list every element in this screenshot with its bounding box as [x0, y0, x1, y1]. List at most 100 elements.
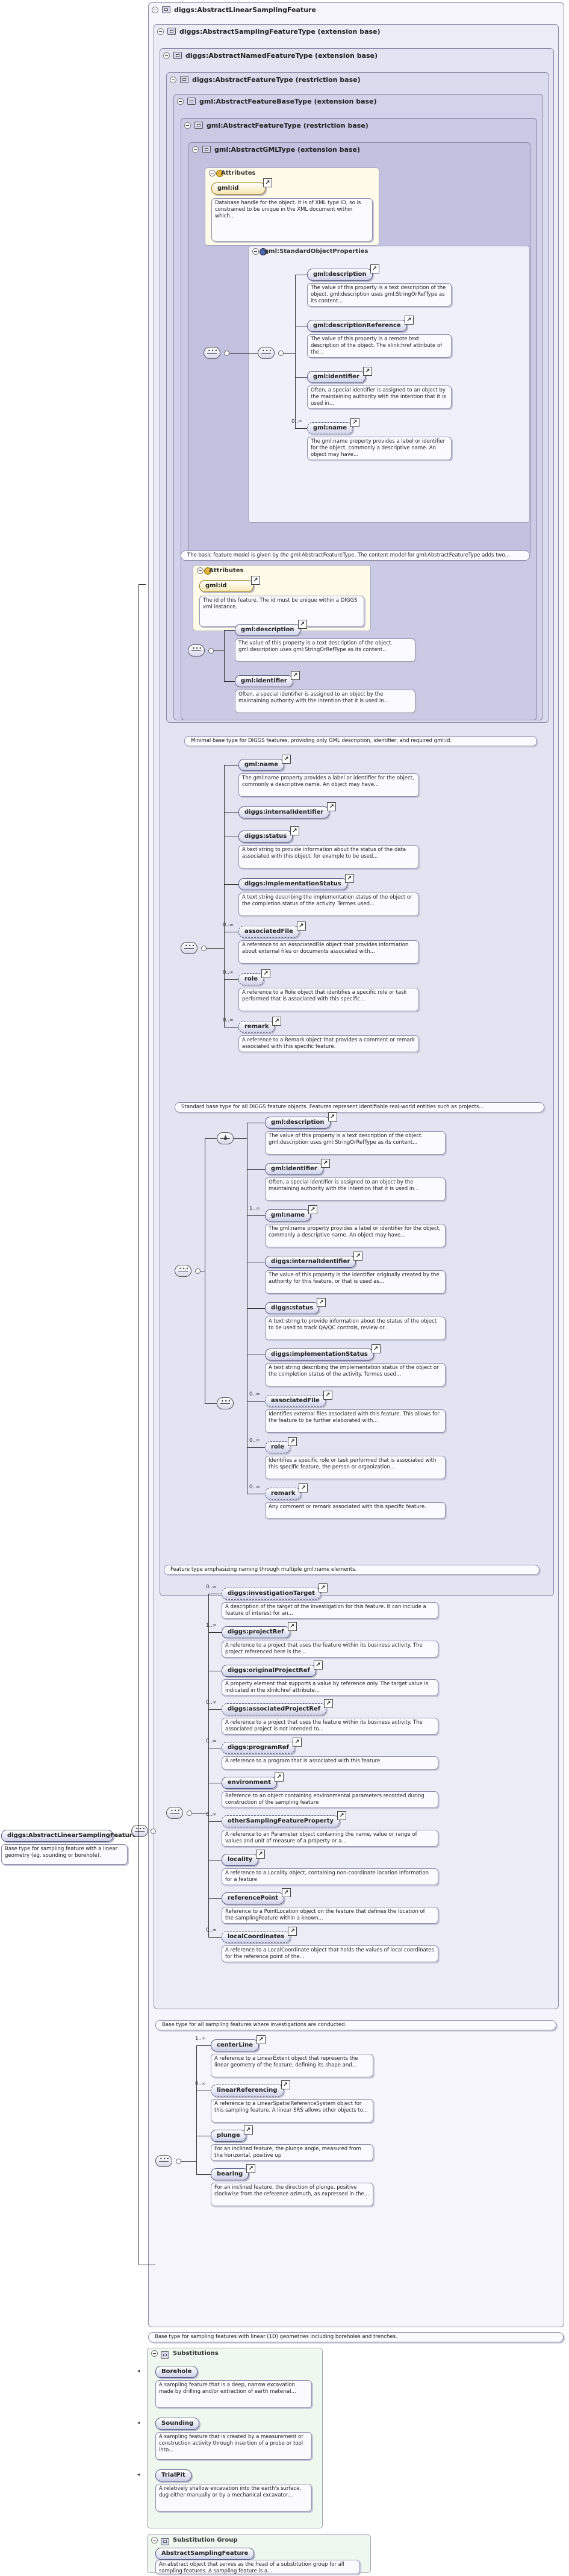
- linear-item-3[interactable]: bearing: [211, 2164, 256, 2180]
- named2-item-0[interactable]: gml:description: [265, 1112, 337, 1129]
- named2-item-2[interactable]: gml:name: [265, 1205, 318, 1221]
- named-item-6[interactable]: remark: [238, 1017, 282, 1033]
- sampling-item-8[interactable]: referencePoint: [222, 1888, 291, 1904]
- sampling-item-2[interactable]: diggs:originalProjectRef: [222, 1661, 323, 1677]
- sampling-item-6[interactable]: otherSamplingFeatureProperty: [222, 1811, 347, 1827]
- connector-line: [205, 1403, 217, 1404]
- gml-std-item-3[interactable]: gml:name: [307, 418, 360, 434]
- collapse-toggle[interactable]: [163, 52, 170, 59]
- connector-line: [247, 1169, 265, 1170]
- connector-line: [207, 948, 224, 949]
- collapse-toggle[interactable]: [151, 2350, 158, 2357]
- complex-type-icon: [194, 122, 203, 129]
- connector-line: [208, 1898, 222, 1899]
- band-linear: Base type for sampling features with lin…: [148, 2332, 564, 2342]
- collapse-toggle[interactable]: [197, 567, 204, 574]
- complex-type-icon: [162, 6, 170, 13]
- named-item-1[interactable]: diggs:internalIdentifier: [238, 802, 337, 819]
- substitution-group-item[interactable]: AbstractSamplingFeature: [155, 2548, 255, 2560]
- arrow-icon: ◂: [137, 2420, 140, 2426]
- named-item-5[interactable]: role: [238, 969, 271, 985]
- substitution-group-desc: An abstract object that serves as the he…: [155, 2560, 360, 2574]
- gml-id-attribute[interactable]: gml:id: [211, 178, 272, 195]
- sampling-item-4[interactable]: diggs:programRef: [222, 1738, 302, 1754]
- named2-item-3[interactable]: diggs:internalIdentifier: [265, 1252, 363, 1268]
- connector-line: [224, 765, 225, 1027]
- collapse-toggle[interactable]: [170, 76, 176, 83]
- sampling-item-0[interactable]: diggs:investigationTarget: [222, 1583, 328, 1600]
- collapse-toggle[interactable]: [151, 2537, 158, 2543]
- linear-item-0-desc: A reference to a LinearExtent object tha…: [211, 2054, 373, 2077]
- multiplicity: 0..∞: [223, 1017, 234, 1023]
- collapse-toggle[interactable]: [152, 7, 158, 13]
- named-item-2[interactable]: diggs:status: [238, 826, 300, 843]
- multiplicity: 0..∞: [249, 1391, 260, 1397]
- sampling-item-3[interactable]: diggs:associatedProjectRef: [222, 1699, 334, 1715]
- substitution-item-2[interactable]: TrialPit: [155, 2469, 191, 2481]
- named-item-4[interactable]: associatedFile: [238, 922, 306, 938]
- connector-line: [196, 2045, 211, 2046]
- collapse-toggle[interactable]: [177, 98, 184, 105]
- gml-std-item-1[interactable]: gml:descriptionReference: [307, 316, 414, 332]
- arrow-icon: ◂: [137, 2368, 140, 2374]
- named-item-0-desc: The gml:name property provides a label o…: [238, 773, 419, 797]
- named2-item-6[interactable]: associatedFile: [265, 1391, 332, 1407]
- sequence-compositor: [217, 1397, 234, 1409]
- named2-item-4[interactable]: diggs:status: [265, 1298, 326, 1314]
- substitution-group-icon: [161, 2538, 169, 2545]
- connector-line: [247, 1308, 265, 1309]
- named2-item-7[interactable]: role: [265, 1437, 297, 1453]
- collapse-toggle[interactable]: [209, 170, 216, 176]
- connector-line: [224, 630, 235, 631]
- sampling-item-5[interactable]: environment: [222, 1773, 284, 1789]
- collapse-toggle[interactable]: [184, 122, 191, 129]
- multiplicity: 0..∞: [195, 2081, 206, 2087]
- band-sampling: Base type for all sampling features wher…: [155, 2020, 556, 2030]
- connector-line: [295, 428, 307, 429]
- substitution-item-1[interactable]: Sounding: [155, 2418, 200, 2430]
- named-item-3[interactable]: diggs:implementationStatus: [238, 874, 354, 890]
- named2-item-1[interactable]: gml:identifier: [265, 1159, 330, 1175]
- multiplicity: 0..∞: [206, 1738, 217, 1744]
- frame-title: diggs:AbstractFeatureType (restriction b…: [192, 76, 361, 84]
- frame-title: gml:AbstractFeatureBaseType (extension b…: [199, 98, 377, 105]
- named2-item-8[interactable]: remark: [265, 1483, 309, 1500]
- diggs-feat-item-0-desc: The value of this property is a text des…: [235, 638, 415, 662]
- sampling-item-7[interactable]: locality: [222, 1850, 266, 1866]
- sampling-item-9[interactable]: localCoordinates: [222, 1927, 297, 1943]
- named-item-0[interactable]: gml:name: [238, 755, 291, 771]
- linear-item-2[interactable]: plunge: [211, 2125, 253, 2142]
- sequence-compositor: [181, 942, 197, 954]
- substitution-group-title: Substitution Group: [173, 2537, 238, 2543]
- connector-line: [247, 1447, 265, 1448]
- gml-std-item-2[interactable]: gml:identifier: [307, 367, 372, 383]
- named2-item-5[interactable]: diggs:implementationStatus: [265, 1344, 381, 1361]
- connector-line: [138, 584, 146, 585]
- sequence-compositor: [155, 2155, 172, 2167]
- named-item-5-desc: A reference to a Role object that identi…: [238, 988, 419, 1011]
- frame-title: gml:AbstractGMLType (extension base): [214, 146, 361, 154]
- diggs-id-attribute[interactable]: gml:id: [199, 576, 260, 592]
- linear-item-0[interactable]: centerLine: [211, 2035, 266, 2051]
- collapse-toggle[interactable]: [252, 248, 259, 255]
- named-item-2-desc: A text string to provide information abo…: [238, 845, 419, 869]
- connector-line: [196, 2045, 197, 2174]
- complex-type-icon: [202, 146, 211, 153]
- connector-dot: [201, 946, 207, 951]
- gml-std-item-0[interactable]: gml:description: [307, 264, 379, 281]
- linear-item-1[interactable]: linearReferencing: [211, 2080, 290, 2097]
- collapse-toggle[interactable]: [157, 28, 164, 35]
- connector-dot: [151, 1829, 156, 1834]
- sampling-item-1[interactable]: diggs:projectRef: [222, 1622, 297, 1638]
- substitution-item-0[interactable]: Borehole: [155, 2366, 198, 2378]
- complex-type-icon: [180, 76, 188, 83]
- frame-title: diggs:AbstractSamplingFeatureType (exten…: [179, 28, 381, 36]
- root-element[interactable]: diggs:AbstractLinearSamplingFeature: [1, 1830, 136, 1842]
- connector-line: [234, 1138, 247, 1139]
- substitution-item-1-desc: A sampling feature that is created by a …: [155, 2432, 312, 2460]
- collapse-toggle[interactable]: [192, 146, 199, 153]
- diggs-feat-item-0[interactable]: gml:description: [235, 620, 307, 636]
- diggs-feat-item-1[interactable]: gml:identifier: [235, 671, 300, 687]
- sampling-item-2-desc: A property element that supports a value…: [222, 1679, 438, 1696]
